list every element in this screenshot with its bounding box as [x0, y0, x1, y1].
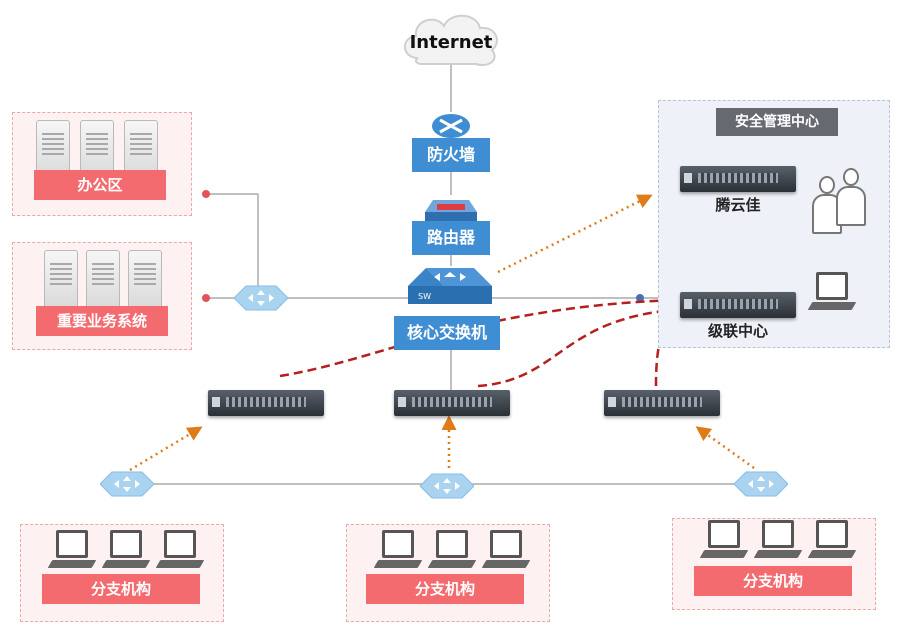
- laptop-icon: [699, 520, 749, 564]
- cascade-server-icon: [208, 390, 324, 416]
- link-dot-mgmt: [636, 294, 644, 302]
- laptop-icon: [753, 520, 803, 564]
- cascade-server-icon: [680, 292, 796, 318]
- arrow-branch3-to-server3: [695, 426, 755, 470]
- business-label: 重要业务系统: [36, 306, 168, 336]
- laptop-icon: [47, 530, 97, 574]
- arrow-server2-to-cascade: [477, 303, 677, 388]
- core-switch-badge: SW: [418, 292, 431, 301]
- branch-switch-icon: [420, 473, 474, 499]
- firewall-label: 防火墙: [412, 138, 490, 172]
- laptop-icon: [481, 530, 531, 574]
- branch-label: 分支机构: [42, 574, 200, 604]
- arrow-server1-to-cascade: [279, 292, 677, 378]
- branch-label: 分支机构: [366, 574, 524, 604]
- branch-switch-icon: [100, 471, 154, 497]
- laptop-icon: [807, 520, 857, 564]
- laptop-icon: [155, 530, 205, 574]
- internet-cloud-icon: [404, 14, 498, 66]
- tengyunjia-label: 腾云佳: [715, 196, 761, 214]
- arrow-branch1-to-server1: [129, 426, 203, 472]
- core-switch-icon: SW: [408, 268, 492, 304]
- laptop-icon: [101, 530, 151, 574]
- branch-switch-icon: [734, 471, 788, 497]
- tengyunjia-server-icon: [680, 166, 796, 192]
- office-label: 办公区: [34, 170, 166, 200]
- laptop-icon: [373, 530, 423, 574]
- access-switch-icon: [234, 285, 288, 311]
- core-switch-label: 核心交换机: [394, 316, 500, 350]
- link-dot-business: [202, 294, 210, 302]
- router-icon: [425, 200, 477, 222]
- arrow-core-to-mgmt: [497, 194, 653, 274]
- router-label: 路由器: [412, 221, 490, 255]
- firewall-icon: [432, 114, 470, 138]
- internet-label: Internet: [409, 32, 493, 53]
- branch-label: 分支机构: [694, 566, 852, 596]
- server-tower-icon: [44, 250, 78, 314]
- link-dot-office: [202, 190, 210, 198]
- cascade-server-icon: [604, 390, 720, 416]
- laptop-icon: [807, 272, 857, 316]
- mgmt-center-label: 安全管理中心: [716, 108, 838, 136]
- server-tower-icon: [128, 250, 162, 314]
- server-tower-icon: [86, 250, 120, 314]
- cascade-center-label: 级联中心: [707, 322, 768, 340]
- laptop-icon: [427, 530, 477, 574]
- user-icon: [836, 168, 866, 228]
- cascade-server-icon: [394, 390, 510, 416]
